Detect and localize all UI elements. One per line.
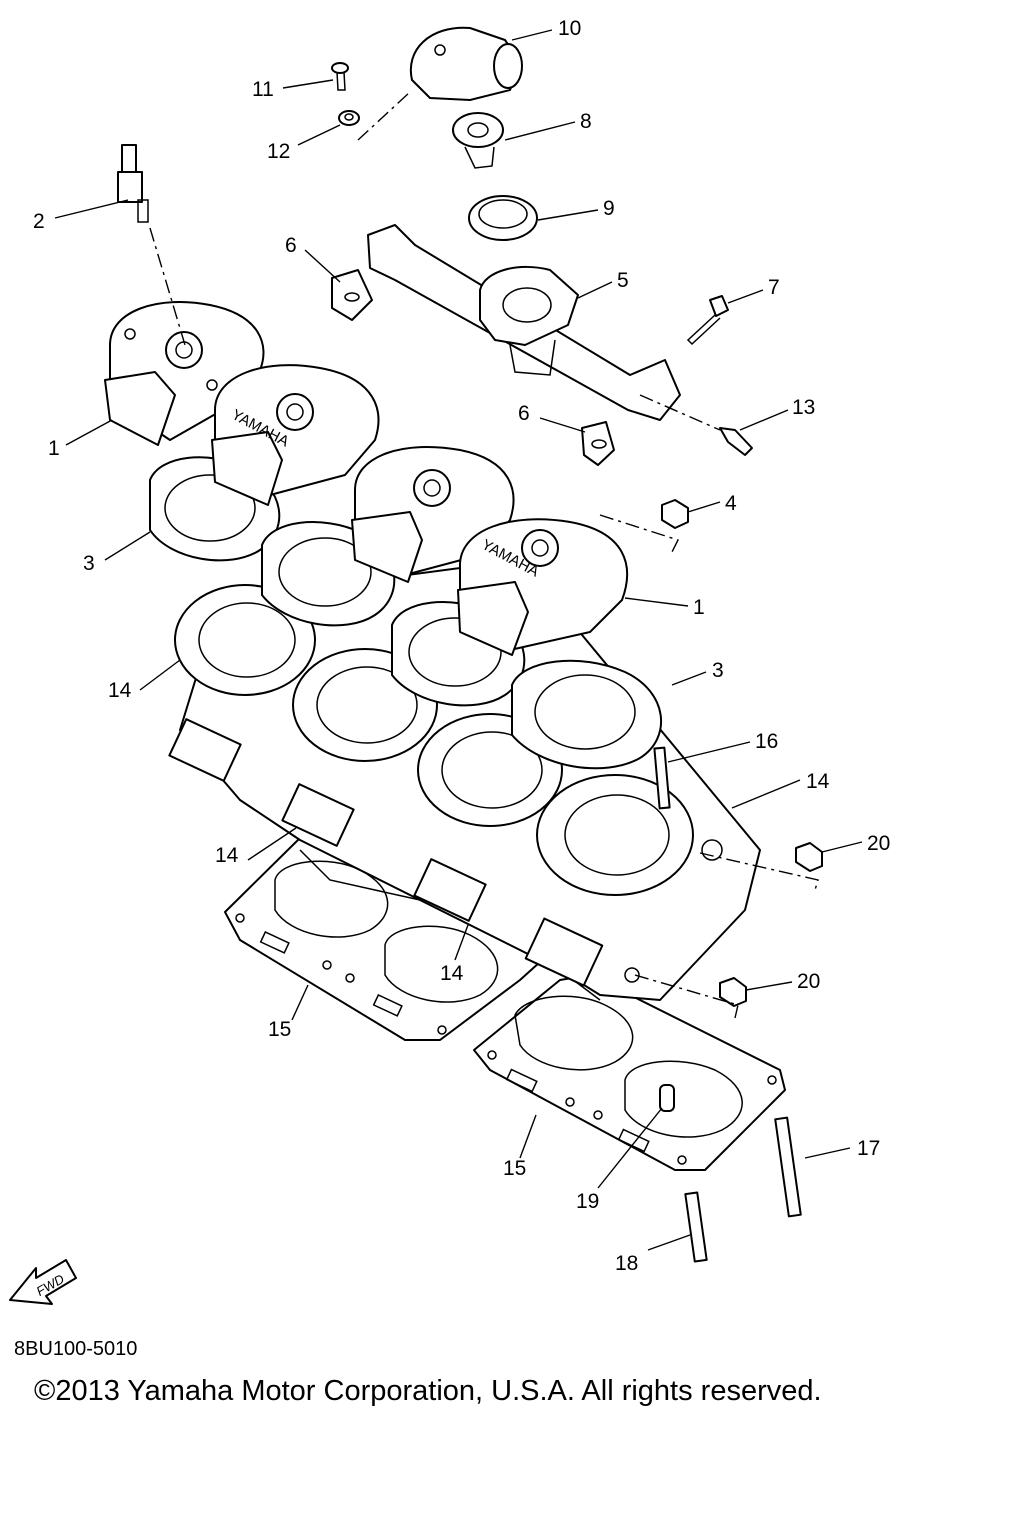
head-gasket-4 bbox=[511, 659, 663, 770]
callout-14-d: 14 bbox=[440, 962, 464, 985]
callout-15-right: 15 bbox=[503, 1157, 526, 1180]
leader-lines bbox=[54, 29, 863, 1251]
callout-12: 12 bbox=[267, 140, 290, 163]
callout-3-right: 3 bbox=[712, 659, 724, 682]
callout-11: 11 bbox=[252, 78, 274, 101]
callout-14-b: 14 bbox=[806, 770, 830, 793]
cylinder-heads: YAMAHA YAMAHA bbox=[104, 301, 629, 656]
bolt-7 bbox=[686, 295, 729, 346]
nut-20-lower bbox=[719, 977, 747, 1007]
dowel-19 bbox=[659, 1084, 675, 1112]
assembly-lines bbox=[149, 91, 819, 1019]
callout-14-c: 14 bbox=[215, 844, 239, 867]
stud-16 bbox=[653, 746, 671, 810]
callout-3-left: 3 bbox=[83, 552, 95, 575]
callout-1-right: 1 bbox=[693, 596, 705, 619]
stud-17 bbox=[774, 1116, 802, 1218]
callout-7: 7 bbox=[768, 276, 780, 299]
nut-4 bbox=[661, 499, 689, 529]
gasket-6-upper bbox=[331, 269, 373, 321]
callout-20-lower: 20 bbox=[797, 970, 820, 993]
callout-16: 16 bbox=[755, 730, 778, 753]
washer-12 bbox=[338, 110, 360, 126]
callout-9: 9 bbox=[603, 197, 615, 220]
stud-18 bbox=[684, 1191, 708, 1263]
callout-19: 19 bbox=[576, 1190, 599, 1213]
thermostat-seal bbox=[468, 195, 538, 241]
callout-2: 2 bbox=[33, 210, 45, 233]
diagram-reference-code: 8BU100-5010 bbox=[14, 1338, 138, 1360]
cylinder-block bbox=[168, 559, 761, 1001]
copyright-notice: ©2013 Yamaha Motor Corporation, U.S.A. A… bbox=[34, 1375, 822, 1407]
fitting-13 bbox=[719, 427, 753, 456]
bolt-11 bbox=[331, 62, 349, 91]
callout-1-left: 1 bbox=[48, 437, 60, 460]
callout-8: 8 bbox=[580, 110, 592, 133]
thermostat-cover bbox=[409, 26, 523, 101]
fwd-arrow-icon: FWD bbox=[9, 1259, 77, 1305]
callout-20-upper: 20 bbox=[867, 832, 890, 855]
callout-6-upper: 6 bbox=[285, 234, 297, 257]
callout-10: 10 bbox=[558, 17, 581, 40]
spark-plug bbox=[117, 144, 149, 223]
cylinder-barrel-4 bbox=[524, 774, 723, 987]
gasket-6-lower bbox=[581, 421, 615, 466]
callout-14-a: 14 bbox=[108, 679, 132, 702]
callout-13: 13 bbox=[792, 396, 815, 419]
callout-5: 5 bbox=[617, 269, 629, 292]
nut-20-upper bbox=[795, 842, 823, 872]
callouts: 10 11 8 12 2 9 6 5 7 13 6 1 4 3 1 14 3 1… bbox=[33, 17, 890, 1275]
thermostat bbox=[452, 112, 504, 169]
cylinder-barrel-1 bbox=[168, 584, 316, 782]
callout-18: 18 bbox=[615, 1252, 638, 1275]
water-pipe bbox=[367, 224, 681, 421]
callout-4: 4 bbox=[725, 492, 737, 515]
callout-6-lower: 6 bbox=[518, 402, 530, 425]
callout-15-left: 15 bbox=[268, 1018, 291, 1041]
callout-17: 17 bbox=[857, 1137, 880, 1160]
